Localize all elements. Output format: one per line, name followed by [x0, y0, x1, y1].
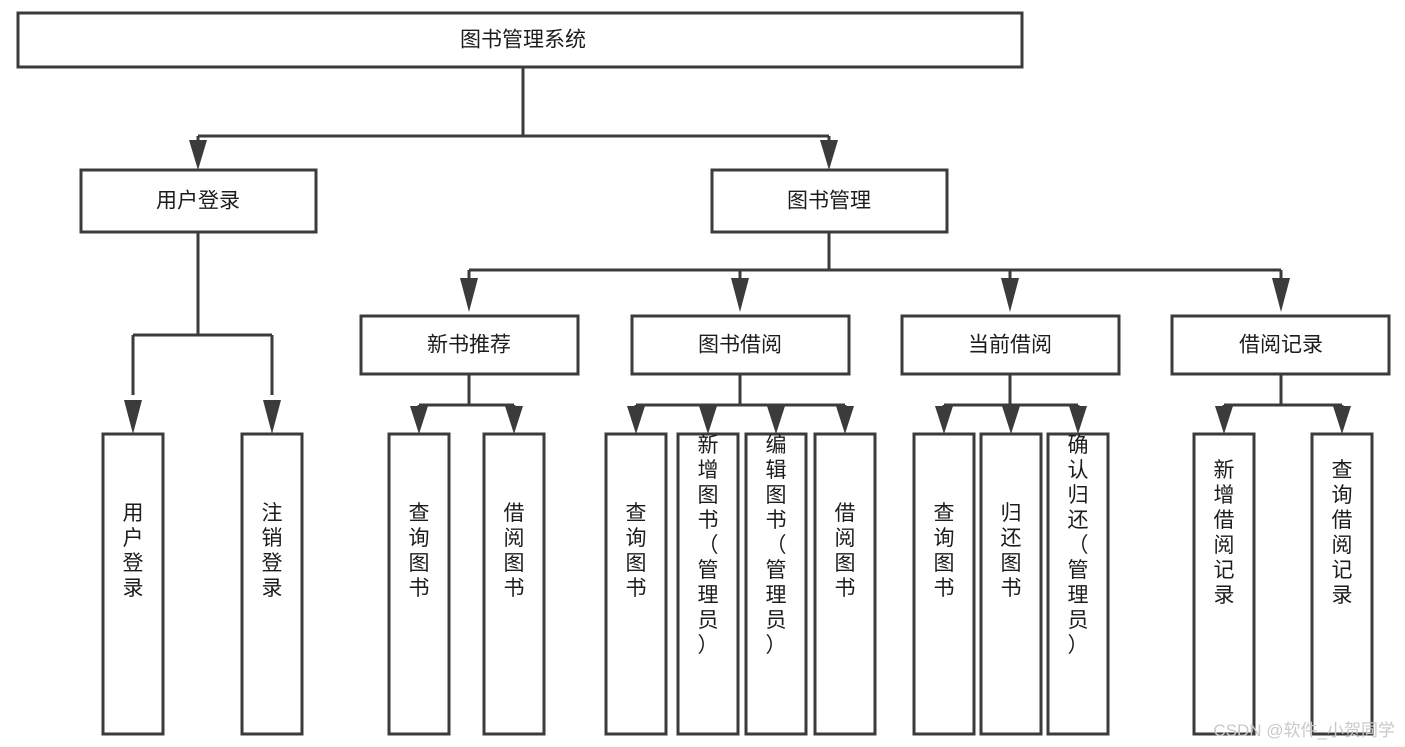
current-borrow-box[interactable] — [900, 314, 1121, 376]
node-leaf-add-borrow-record[interactable]: 新增借阅记录 — [1192, 432, 1256, 736]
leaf-query-book-3-box[interactable] — [912, 432, 976, 736]
leaf-confirm-return-admin-label: 确认归还（管理员） — [1068, 434, 1089, 657]
connector-layer — [124, 67, 1351, 434]
arrow-head-leaf-add-borrow-record — [1215, 406, 1233, 434]
node-leaf-edit-book-admin[interactable]: 编辑图书（管理员） — [744, 432, 808, 736]
node-leaf-query-book-2[interactable]: 查询图书 — [604, 432, 668, 736]
book-management-box[interactable] — [710, 168, 949, 234]
root-box[interactable] — [16, 11, 1024, 69]
node-leaf-query-borrow-record[interactable]: 查询借阅记录 — [1310, 432, 1374, 736]
new-book-recommend-label: 新书推荐 — [427, 334, 511, 357]
leaf-borrow-book-1-label: 借阅图书 — [504, 502, 525, 600]
new-book-recommend-box[interactable] — [359, 314, 580, 376]
root-label: 图书管理系统 — [460, 29, 586, 52]
leaf-query-book-3-label: 查询图书 — [934, 502, 955, 600]
arrow-head-new-book-recommend — [460, 278, 478, 312]
node-book-management[interactable]: 图书管理 — [710, 168, 949, 234]
arrow-head-leaf-user-login — [124, 400, 142, 434]
arrow-head-leaf-query-book-3 — [935, 406, 953, 434]
node-leaf-query-book-1[interactable]: 查询图书 — [387, 432, 451, 736]
leaf-query-book-2-label: 查询图书 — [626, 502, 647, 600]
arrow-head-leaf-add-book-admin — [699, 406, 717, 434]
book-borrow-label: 图书借阅 — [698, 334, 782, 357]
arrow-head-leaf-borrow-book-1 — [505, 406, 523, 434]
borrow-record-label: 借阅记录 — [1239, 334, 1323, 357]
node-current-borrow[interactable]: 当前借阅 — [900, 314, 1121, 376]
arrow-head-leaf-logout-login — [263, 400, 281, 434]
node-borrow-record[interactable]: 借阅记录 — [1170, 314, 1391, 376]
arrow-head-user-login — [189, 140, 207, 170]
leaf-user-login-label: 用户登录 — [123, 502, 144, 600]
arrow-head-leaf-confirm-return-admin — [1069, 406, 1087, 434]
leaf-add-borrow-record-box[interactable] — [1192, 432, 1256, 736]
book-borrow-box[interactable] — [630, 314, 851, 376]
arrow-head-book-borrow — [731, 278, 749, 312]
node-new-book-recommend[interactable]: 新书推荐 — [359, 314, 580, 376]
leaf-borrow-book-2-box[interactable] — [813, 432, 877, 736]
arrow-head-leaf-return-book — [1002, 406, 1020, 434]
leaf-borrow-book-1-box[interactable] — [482, 432, 546, 736]
leaf-add-book-admin-label: 新增图书（管理员） — [698, 434, 719, 657]
node-root[interactable]: 图书管理系统 — [16, 11, 1024, 69]
node-book-borrow[interactable]: 图书借阅 — [630, 314, 851, 376]
leaf-return-book-box[interactable] — [979, 432, 1043, 736]
borrow-record-box[interactable] — [1170, 314, 1391, 376]
leaf-return-book-label: 归还图书 — [1001, 502, 1022, 600]
node-leaf-borrow-book-1[interactable]: 借阅图书 — [482, 432, 546, 736]
arrow-head-current-borrow — [1001, 278, 1019, 312]
arrow-head-leaf-edit-book-admin — [767, 406, 785, 434]
leaf-query-book-2-box[interactable] — [604, 432, 668, 736]
user-login-box[interactable] — [79, 168, 318, 234]
leaf-query-book-1-label: 查询图书 — [409, 502, 430, 600]
arrow-head-leaf-query-book-2 — [627, 406, 645, 434]
leaf-user-login-box[interactable] — [101, 432, 165, 736]
current-borrow-label: 当前借阅 — [968, 334, 1052, 357]
node-leaf-logout-login[interactable]: 注销登录 — [240, 432, 304, 736]
arrow-head-book-management — [820, 140, 838, 170]
node-leaf-add-book-admin[interactable]: 新增图书（管理员） — [676, 432, 740, 736]
leaf-logout-login-box[interactable] — [240, 432, 304, 736]
node-leaf-query-book-3[interactable]: 查询图书 — [912, 432, 976, 736]
arrow-head-leaf-borrow-book-2 — [836, 406, 854, 434]
leaf-logout-login-label: 注销登录 — [262, 502, 283, 600]
node-leaf-return-book[interactable]: 归还图书 — [979, 432, 1043, 736]
user-login-label: 用户登录 — [156, 190, 240, 213]
arrow-head-borrow-record — [1272, 278, 1290, 312]
leaf-query-borrow-record-label: 查询借阅记录 — [1332, 459, 1353, 607]
book-management-label: 图书管理 — [787, 190, 871, 213]
leaf-query-book-1-box[interactable] — [387, 432, 451, 736]
leaf-confirm-return-admin-box[interactable] — [1046, 432, 1110, 736]
arrow-head-leaf-query-book-1 — [410, 406, 428, 434]
node-user-login[interactable]: 用户登录 — [79, 168, 318, 234]
leaf-add-borrow-record-label: 新增借阅记录 — [1214, 459, 1235, 607]
leaf-add-book-admin-box[interactable] — [676, 432, 740, 736]
node-leaf-user-login[interactable]: 用户登录 — [101, 432, 165, 736]
leaf-edit-book-admin-label: 编辑图书（管理员） — [766, 434, 787, 657]
leaf-borrow-book-2-label: 借阅图书 — [835, 502, 856, 600]
leaf-edit-book-admin-box[interactable] — [744, 432, 808, 736]
leaf-query-borrow-record-box[interactable] — [1310, 432, 1374, 736]
arrow-head-leaf-query-borrow-record — [1333, 406, 1351, 434]
node-leaf-confirm-return-admin[interactable]: 确认归还（管理员） — [1046, 432, 1110, 736]
node-leaf-borrow-book-2[interactable]: 借阅图书 — [813, 432, 877, 736]
csdn-watermark: CSDN @软件_小贺同学 — [1213, 721, 1395, 740]
